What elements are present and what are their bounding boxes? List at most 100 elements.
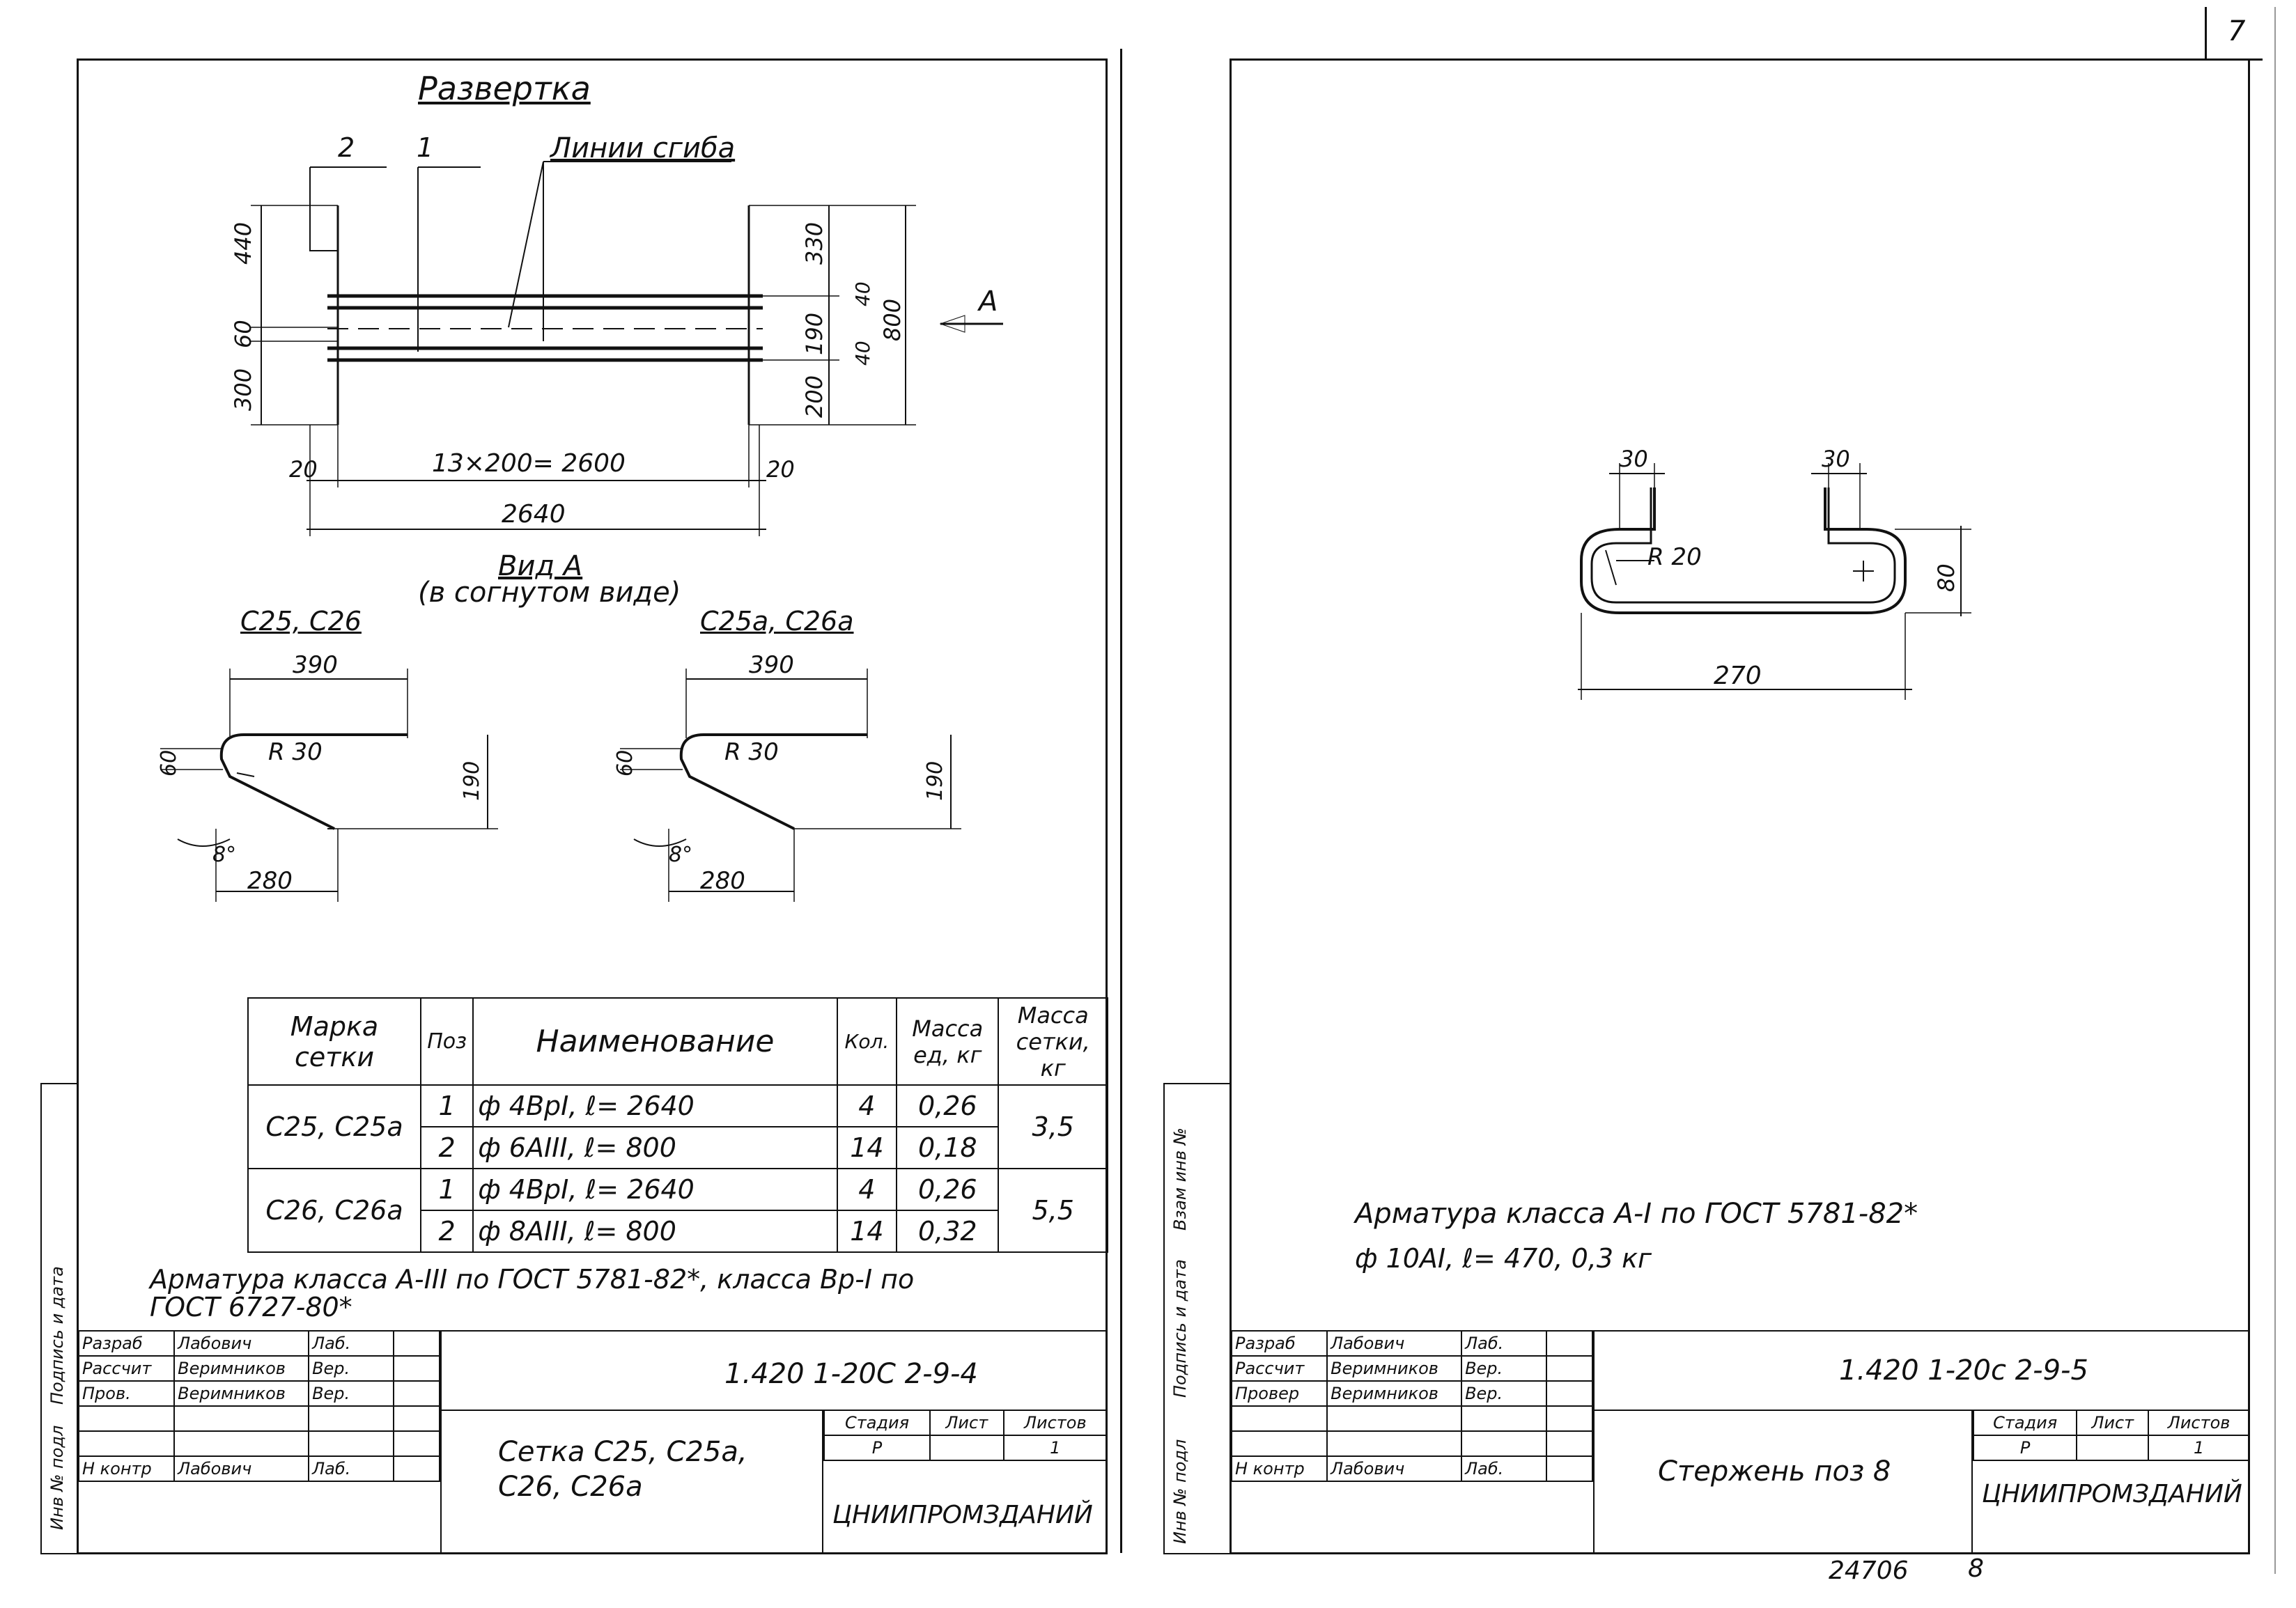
- view-left-bottom: 280: [247, 867, 293, 895]
- spec-table: Марка сетки Поз Наименование Кол. Масса …: [247, 997, 1108, 1253]
- sheets-value: 1: [1002, 1435, 1108, 1461]
- spec-total-1: 3,5: [998, 1084, 1108, 1169]
- view-left-angle: 8°: [212, 843, 237, 867]
- tb-date: [392, 1430, 441, 1457]
- right-doc-code: 1.420 1-20с 2-9-5: [1839, 1355, 2088, 1387]
- tb-date: [392, 1330, 441, 1357]
- spec-mass: 0,32: [896, 1210, 1000, 1253]
- tb-sign: Лаб.: [1461, 1455, 1547, 1482]
- pos-label-2: 2: [338, 132, 355, 163]
- tb-date: [1545, 1405, 1594, 1432]
- dim-total: 2640: [502, 500, 566, 529]
- right-note-line1: Арматура класса А-I по ГОСТ 5781-82*: [1355, 1198, 1918, 1230]
- tb-sign: [1461, 1430, 1547, 1457]
- spec-mass: 0,26: [896, 1084, 1000, 1127]
- view-left-title: С25, С26: [240, 606, 362, 637]
- spec-total-2: 5,5: [998, 1168, 1108, 1253]
- unfold-title: Развертка: [418, 70, 591, 107]
- bend-lines-label: Линии сгиба: [550, 132, 736, 164]
- tb-role: Пров.: [77, 1380, 176, 1407]
- right-edge-line: [2274, 7, 2276, 1574]
- tb-sign: [1461, 1405, 1547, 1432]
- footer-mark: 8: [1968, 1554, 1984, 1583]
- left-tb-frame: [440, 1330, 1108, 1554]
- tb-name: Лабович: [173, 1330, 310, 1357]
- tb-date: [1545, 1430, 1594, 1457]
- tb-name: [173, 1405, 310, 1432]
- tb-sign: Вер.: [1461, 1355, 1547, 1382]
- tb-sign: Лаб.: [308, 1455, 394, 1482]
- tb-name: Веримников: [1326, 1355, 1463, 1382]
- spec-pos: 1: [420, 1084, 474, 1127]
- tb-date: [1545, 1380, 1594, 1407]
- tb-name: [1326, 1430, 1463, 1457]
- tb-name: Веримников: [173, 1355, 310, 1382]
- left-note-line1: Арматура класса А-III по ГОСТ 5781-82*, …: [150, 1264, 915, 1295]
- tb-role: Разраб: [1230, 1330, 1328, 1357]
- spec-name: ф 4ВрI, ℓ= 2640: [472, 1168, 838, 1211]
- spec-qty: 4: [836, 1168, 898, 1211]
- spec-h-pos: Поз: [420, 997, 474, 1086]
- tb-date: [1545, 1330, 1594, 1357]
- tb-date: [392, 1405, 441, 1432]
- tb-sign: [308, 1405, 394, 1432]
- right-doc-name: Стержень поз 8: [1658, 1455, 1891, 1488]
- tb-sign: Лаб.: [308, 1330, 394, 1357]
- sheet-value: [929, 1435, 1004, 1461]
- spec-h-mark: Марка сетки: [247, 997, 422, 1086]
- tb-role: [77, 1430, 176, 1457]
- right-tb-divider: [1593, 1410, 2250, 1411]
- footer-number: 24706: [1829, 1556, 1909, 1585]
- spec-pos: 1: [420, 1168, 474, 1211]
- rod-dim-left-tab: 30: [1620, 446, 1648, 472]
- view-right-title: С25а, С26а: [700, 606, 854, 637]
- spec-mark-2: С26, С26а: [247, 1168, 422, 1253]
- view-right-top: 390: [749, 651, 794, 679]
- tb-date: [392, 1455, 441, 1482]
- tb-role: [1230, 1405, 1328, 1432]
- spec-pos: 2: [420, 1210, 474, 1253]
- dim-edge-left: 20: [289, 456, 318, 483]
- right-tb-vdivider: [1971, 1410, 1973, 1554]
- dim-edge-right: 20: [766, 456, 795, 483]
- tb-name: Лабович: [173, 1455, 310, 1482]
- tb-role: Разраб: [77, 1330, 176, 1357]
- tb-sign: Вер.: [308, 1355, 394, 1382]
- tb-name: Веримников: [1326, 1380, 1463, 1407]
- sheet-separator: [1120, 49, 1122, 1553]
- tb-name: [1326, 1405, 1463, 1432]
- page-number-box: 7: [2205, 7, 2263, 61]
- tb-name: Веримников: [173, 1380, 310, 1407]
- rod-width: 270: [1714, 662, 1762, 690]
- tb-role: Н контр: [1230, 1455, 1328, 1482]
- rod-height: 80: [1933, 563, 1960, 592]
- view-arrow-label: A: [979, 286, 998, 318]
- tb-role: Н контр: [77, 1455, 176, 1482]
- left-tb-divider: [440, 1410, 1108, 1411]
- view-right-bottom: 280: [700, 867, 745, 895]
- right-tb-frame: [1593, 1330, 2250, 1554]
- spec-h-total: Масса сетки, кг: [998, 997, 1108, 1086]
- spec-pos: 2: [420, 1126, 474, 1169]
- left-side-stamp: Инв № подл Подпись и дата: [40, 1083, 78, 1554]
- stage-value: Р: [823, 1435, 931, 1461]
- spec-qty: 14: [836, 1210, 898, 1253]
- spec-name: ф 6АIII, ℓ= 800: [472, 1126, 838, 1169]
- spec-name: ф 4ВрI, ℓ= 2640: [472, 1084, 838, 1127]
- sheet-header: Лист: [929, 1410, 1004, 1436]
- stage-value: Р: [1972, 1435, 2078, 1461]
- stage-header: Стадия: [823, 1410, 931, 1436]
- view-right-radius: R 30: [724, 738, 779, 766]
- spec-h-name: Наименование: [472, 997, 838, 1086]
- rod-dim-right-tab: 30: [1822, 446, 1850, 472]
- right-org: ЦНИИПРОМЗДАНИЙ: [1982, 1480, 2242, 1508]
- tb-role: Провер: [1230, 1380, 1328, 1407]
- tb-date: [1545, 1455, 1594, 1482]
- spec-qty: 14: [836, 1126, 898, 1169]
- sheet-header: Лист: [2076, 1410, 2150, 1436]
- tb-date: [1545, 1355, 1594, 1382]
